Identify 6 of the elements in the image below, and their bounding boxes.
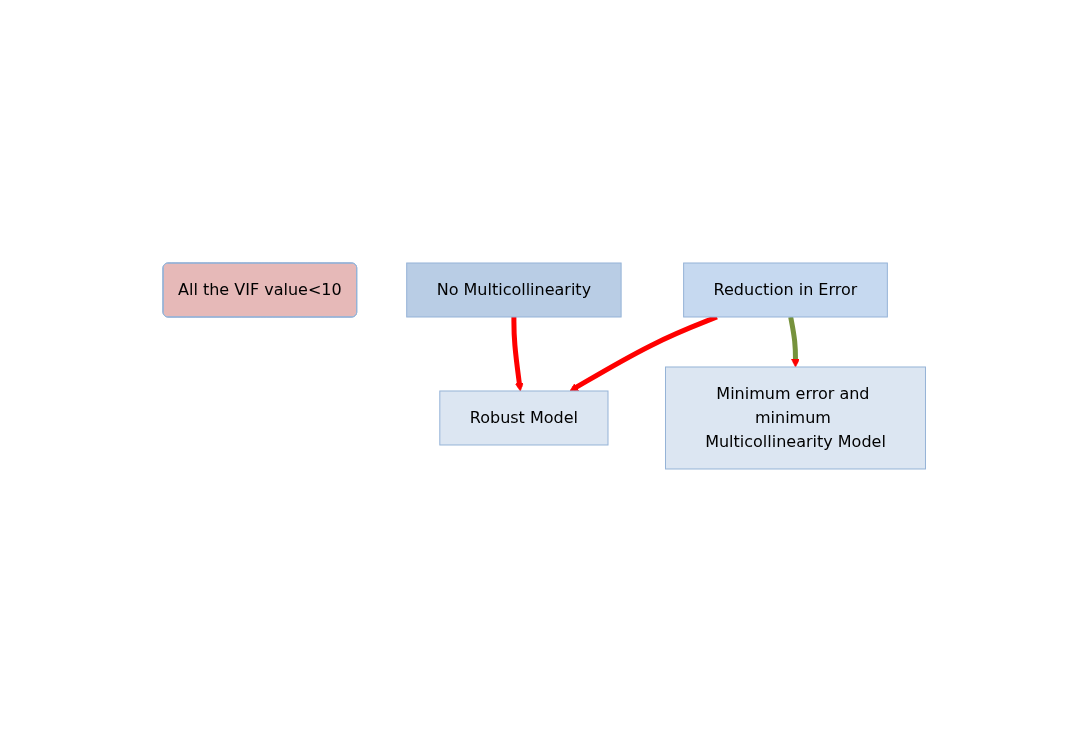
arrow bbox=[788, 316, 801, 367]
arrow bbox=[511, 316, 524, 391]
node-box: Minimum error and minimum Multicollinearity Model bbox=[665, 366, 927, 469]
node-box: Robust Model bbox=[439, 390, 609, 445]
node-box: No Multicollinearity bbox=[406, 262, 622, 317]
node-box: Reduction in Error bbox=[683, 262, 889, 317]
